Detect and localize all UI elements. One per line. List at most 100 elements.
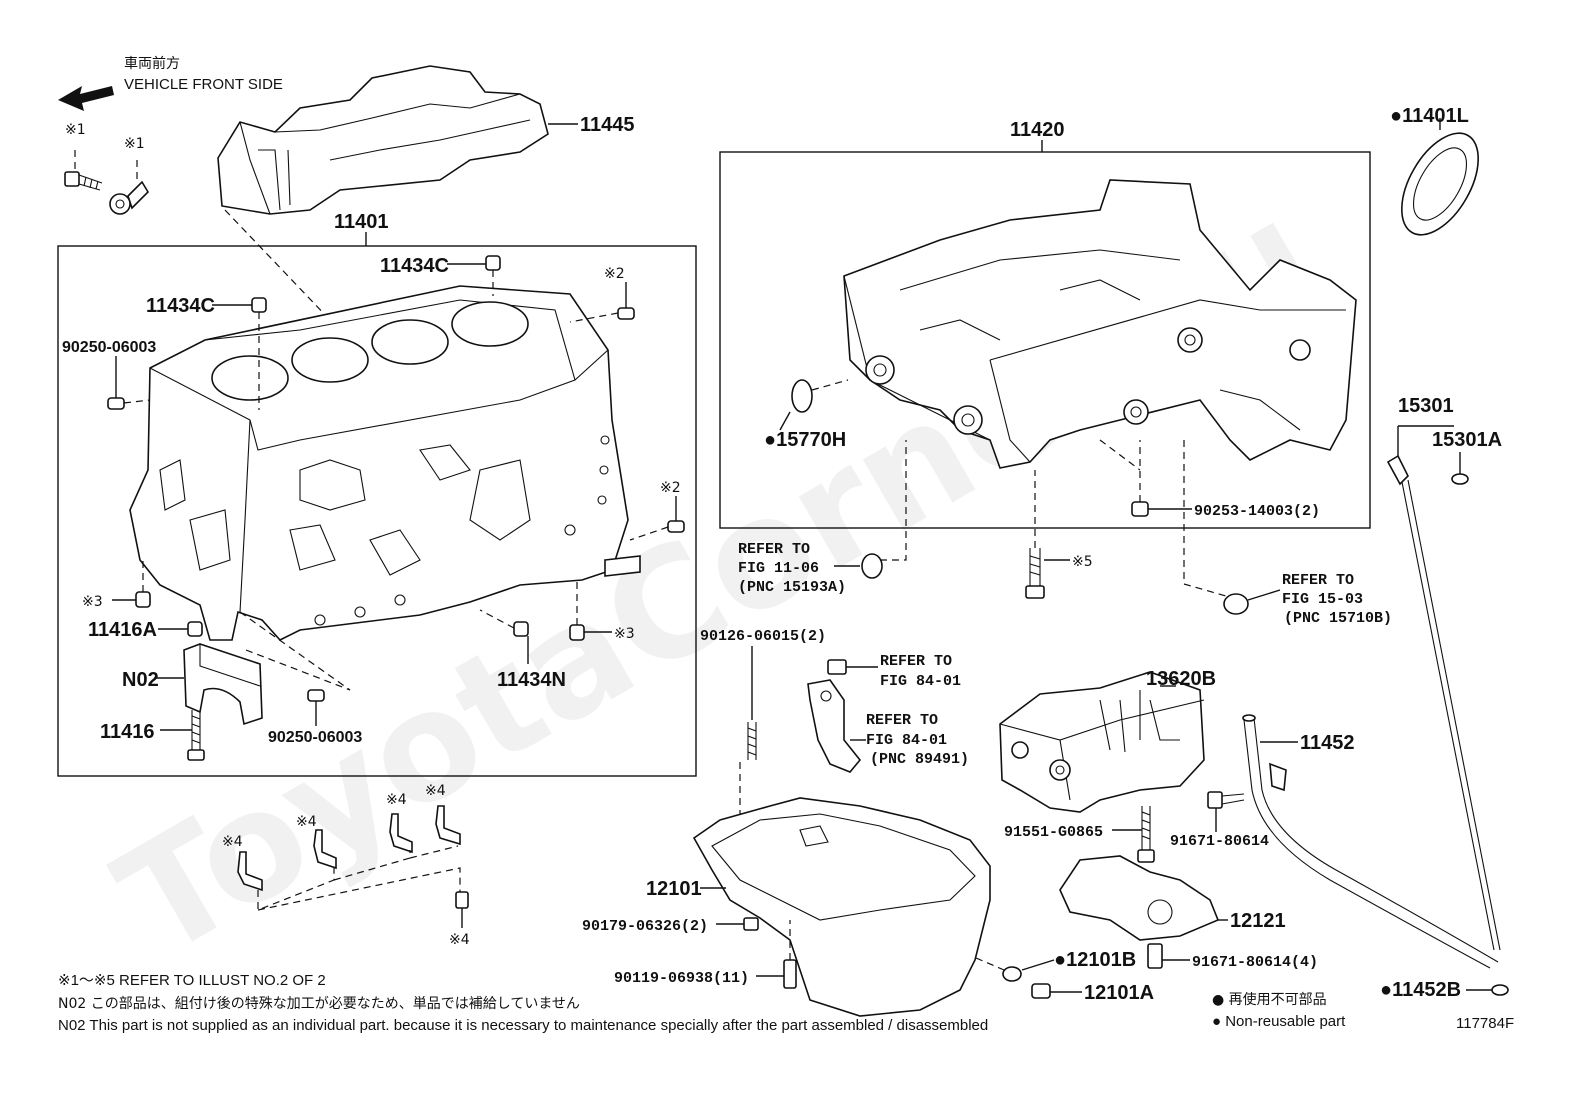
label-11416: 11416 (100, 721, 155, 743)
label-15770H: ●15770H (764, 429, 846, 451)
mark-2-upper: ※2 (604, 266, 625, 282)
mark-2-lower: ※2 (660, 480, 681, 496)
dowel-90253 (1131, 501, 1149, 517)
mark-4-c: ※4 (386, 792, 407, 808)
mark-4-d: ※4 (425, 783, 446, 799)
o-ring-15710B (1223, 593, 1249, 615)
ref-11-06-line1[interactable]: REFER TO (738, 541, 810, 558)
ref-15-03-line3[interactable]: (PNC 15710B) (1284, 610, 1392, 627)
dipstick-15301-part (1386, 454, 1501, 951)
label-11416A: 11416A (88, 619, 157, 641)
dowel-mark3-left (135, 591, 151, 608)
cylinder-block-group-box (57, 245, 697, 777)
legend-en: ● Non-reusable part (1212, 1013, 1346, 1030)
legend-jp: ● 再使用不可部品 (1212, 991, 1327, 1008)
label-12101A: 12101A (1084, 982, 1154, 1004)
label-90126: 90126-06015(2) (700, 628, 826, 645)
label-11434C-top: 11434C (380, 255, 449, 277)
label-90250-upper: 90250-06003 (62, 339, 156, 356)
stud-90126-part (747, 722, 757, 760)
mark-3-left: ※3 (82, 594, 103, 610)
note-n02-en: N02 This part is not supplied as an indi… (58, 1017, 988, 1034)
label-12101: 12101 (646, 878, 702, 900)
o-ring-11452B (1491, 984, 1509, 996)
label-11452B: ●11452B (1380, 979, 1461, 1001)
bolt-91671-baffle (1147, 943, 1163, 969)
ref-84-01-b-line3[interactable]: (PNC 89491) (870, 751, 969, 768)
label-11445: 11445 (580, 114, 635, 136)
crankcase-group-box (719, 151, 1371, 529)
label-90253: 90253-14003(2) (1194, 503, 1320, 520)
front-direction-arrow-icon (58, 86, 114, 111)
dowel-11434N (513, 621, 529, 637)
crankcase-part (843, 179, 1357, 469)
mark-4-e: ※4 (449, 932, 470, 948)
o-ring-15301A (1451, 473, 1469, 485)
o-ring-15193A (861, 553, 883, 579)
label-12121: 12121 (1230, 910, 1286, 932)
ref-11-06-line2[interactable]: FIG 11-06 (738, 560, 819, 577)
dipstick-guide-11452-part (1242, 714, 1499, 969)
bolt-90119 (783, 959, 797, 989)
pin-mark2-upper (617, 307, 635, 320)
oil-pan-12101-part (692, 797, 991, 1017)
label-N02: N02 (122, 669, 159, 691)
dowel-11416A (187, 621, 203, 637)
gasket-12101B (1002, 966, 1022, 982)
label-11452: 11452 (1300, 732, 1355, 754)
note-refer-illust: ※1～※5 REFER TO ILLUST NO.2 OF 2 (58, 972, 326, 989)
label-90119: 90119-06938(11) (614, 970, 749, 987)
mark-1-bolt: ※1 (65, 122, 86, 138)
illustration-id: 117784F (1456, 1015, 1514, 1032)
bolt-mark5-part (1025, 548, 1045, 599)
label-11401: 11401 (334, 211, 389, 233)
direction-jp: 車両前方 (124, 55, 180, 72)
pin-90250-lower (307, 689, 325, 702)
ref-84-01-b-line1[interactable]: REFER TO (866, 712, 938, 729)
label-15301A: 15301A (1432, 429, 1502, 451)
bolt-91551-part (1137, 806, 1155, 863)
dowel-11434C-top (485, 255, 501, 271)
brackets-mark4-part (237, 805, 469, 909)
note-n02-jp: N02 この部品は、組付け後の特殊な加工が必要なため、単品では補給していません (58, 996, 580, 1012)
mark-1-bracket: ※1 (124, 136, 145, 152)
label-11401L: ●11401L (1390, 105, 1469, 127)
mark-5: ※5 (1072, 554, 1093, 570)
bolt-91671-pump (1207, 791, 1245, 809)
mark-3-right: ※3 (614, 626, 635, 642)
label-90250-lower: 90250-06003 (268, 729, 362, 746)
ref-84-01-a-line1[interactable]: REFER TO (880, 653, 952, 670)
label-91551: 91551-G0865 (1004, 824, 1103, 841)
label-11420: 11420 (1010, 119, 1065, 141)
drain-plug-12101A (1031, 983, 1051, 999)
ref-84-01-b-line2[interactable]: FIG 84-01 (866, 732, 947, 749)
bracket-part (109, 180, 150, 215)
label-11434C-left: 11434C (146, 295, 215, 317)
bolt-90179 (743, 917, 759, 931)
dowel-mark3-right (569, 624, 585, 641)
mark-4-b: ※4 (296, 814, 317, 830)
ref-15-03-line2[interactable]: FIG 15-03 (1282, 591, 1363, 608)
label-11434N: 11434N (497, 669, 566, 691)
label-91671-pump: 91671-80614 (1170, 833, 1269, 850)
oil-pump-13620B-part (999, 671, 1205, 813)
bolt-11416-part (187, 710, 205, 761)
oil-level-sensor-part (807, 679, 862, 773)
label-91671-baffle: 91671-80614(4) (1192, 954, 1318, 971)
bolt-part (64, 171, 103, 191)
direction-en: VEHICLE FRONT SIDE (124, 76, 283, 93)
ref-15-03-line1[interactable]: REFER TO (1282, 572, 1354, 589)
pin-mark2-lower (667, 520, 685, 533)
cylinder-block-part (129, 285, 641, 641)
ref-84-01-a-line2[interactable]: FIG 84-01 (880, 673, 961, 690)
label-15301: 15301 (1398, 395, 1454, 417)
dowel-11434C-left (251, 297, 267, 313)
label-13620B: 13620B (1146, 668, 1216, 690)
pin-90250-upper (107, 397, 125, 410)
o-ring-15770H (791, 379, 813, 413)
ref-11-06-line3[interactable]: (PNC 15193A) (738, 579, 846, 596)
bolt-fig84-part (827, 659, 847, 675)
label-12101B: ●12101B (1054, 949, 1136, 971)
label-90179: 90179-06326(2) (582, 918, 708, 935)
